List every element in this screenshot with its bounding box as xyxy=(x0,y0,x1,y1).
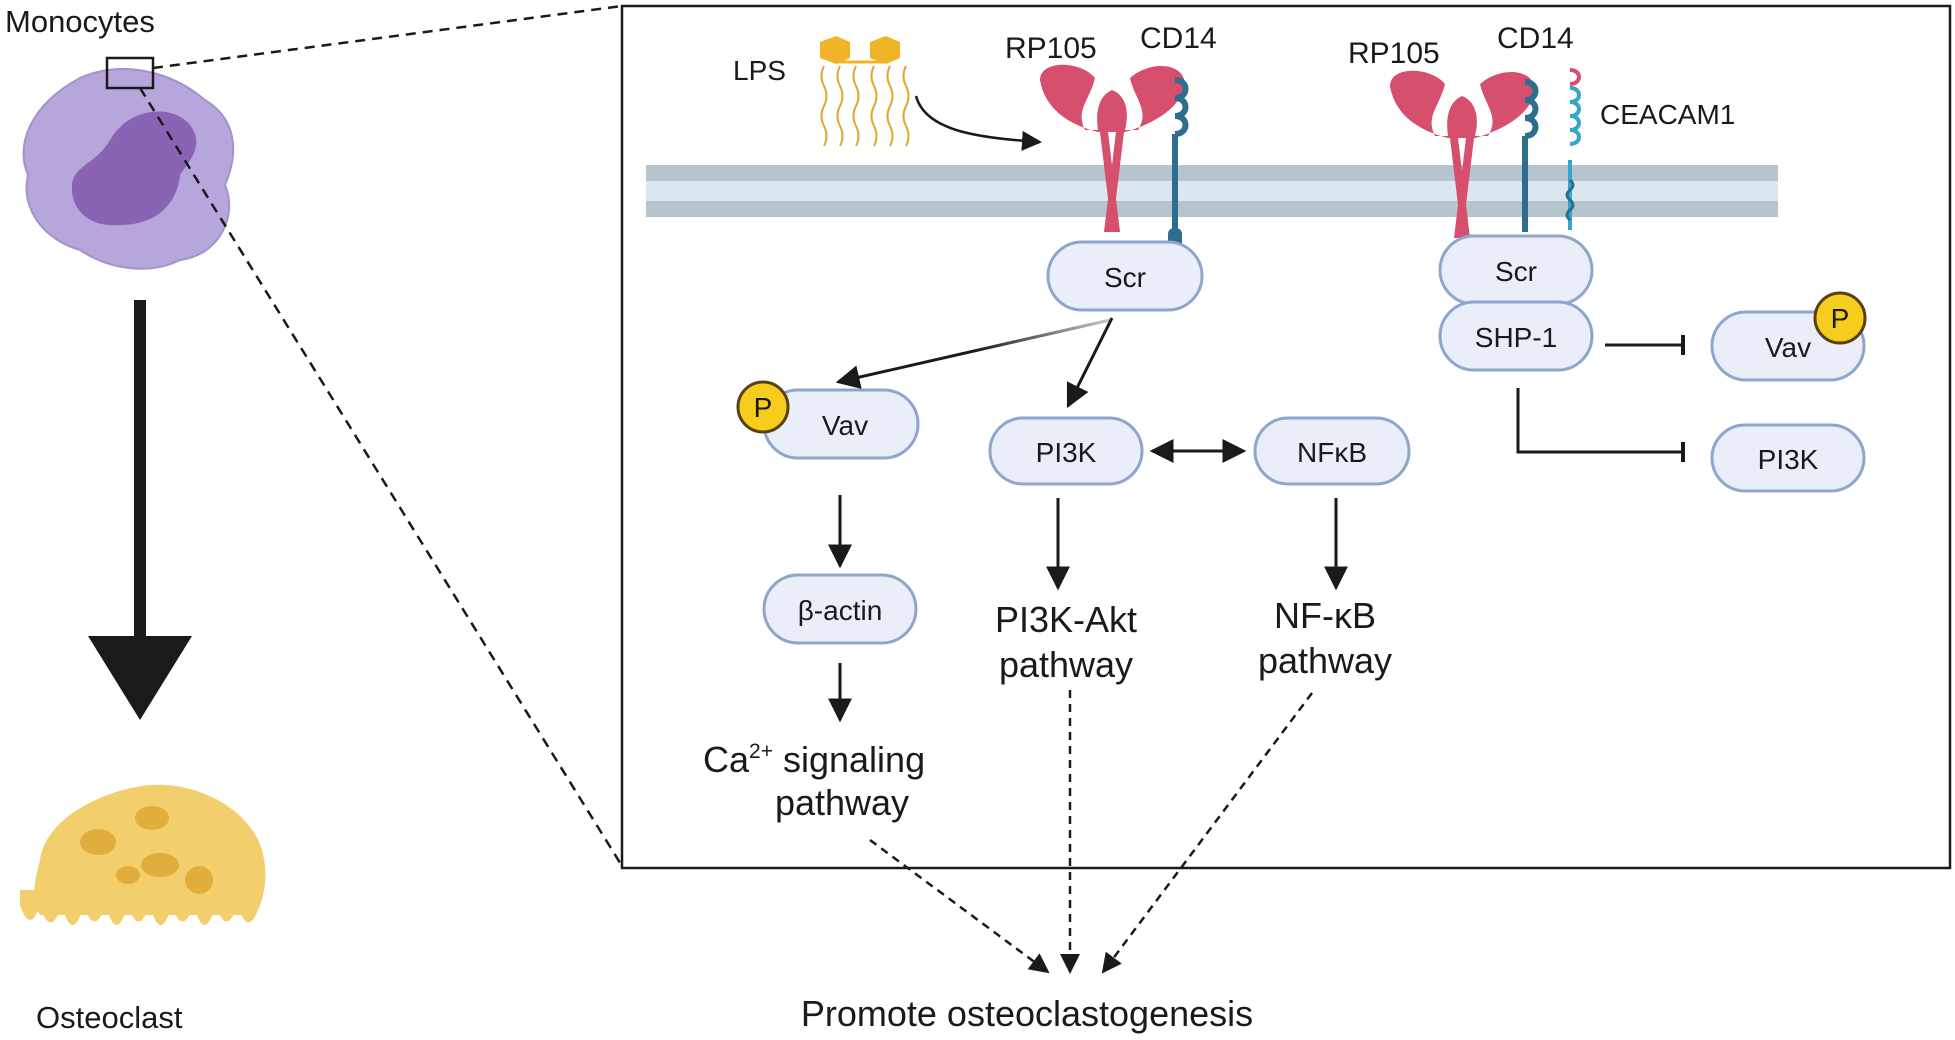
scr-label-b: Scr xyxy=(1495,256,1537,287)
monocyte-cell-icon xyxy=(22,68,235,270)
cell-membrane xyxy=(646,165,1778,217)
ca-pathway-line2: pathway xyxy=(775,782,909,823)
dashed-ca-to-outcome xyxy=(869,838,1050,974)
ca-pathway-line1: Ca2+ signaling xyxy=(703,739,925,780)
lps-label: LPS xyxy=(733,55,786,86)
pi3k-node-right xyxy=(1710,423,1866,493)
pi3k-label-mid: PI3K xyxy=(1036,437,1097,468)
vav-label-right: Vav xyxy=(1765,332,1811,363)
ceacam1-label: CEACAM1 xyxy=(1600,99,1735,130)
differentiation-arrow-icon xyxy=(88,300,192,720)
pi3k-akt-pathway-line2: pathway xyxy=(999,644,1133,685)
inset-panel xyxy=(620,4,1952,870)
osteoclast-label: Osteoclast xyxy=(36,1000,183,1035)
phospho-label-right: P xyxy=(1831,303,1850,334)
scr-node-a xyxy=(1046,240,1204,312)
cd14-label-a: CD14 xyxy=(1140,22,1217,55)
nfkb-label-mid: NFκB xyxy=(1297,437,1367,468)
zoom-line-bottom xyxy=(138,87,624,867)
cd14-label-b: CD14 xyxy=(1497,22,1574,55)
inhibit-shp1-pi3k xyxy=(1516,388,1685,462)
shp1-label: SHP-1 xyxy=(1475,322,1557,353)
lps-binding-arrow xyxy=(914,95,1042,151)
vav-label-left: Vav xyxy=(822,410,868,441)
rp105-receptor-icon-b xyxy=(1390,70,1535,238)
ceacam1-receptor-icon xyxy=(1565,68,1581,230)
scr-label-a: Scr xyxy=(1104,262,1146,293)
monocytes-label: Monocytes xyxy=(5,4,155,39)
bactin-node xyxy=(762,573,918,645)
rp105-label-b: RP105 xyxy=(1348,37,1440,70)
nfkb-node-mid xyxy=(1253,416,1411,486)
cd14-receptor-icon-b xyxy=(1522,79,1539,232)
pi3k-label-right: PI3K xyxy=(1758,444,1819,475)
shp1-node xyxy=(1438,300,1594,372)
pi3k-node-mid xyxy=(988,416,1144,486)
lps-molecule-icon xyxy=(820,36,910,147)
dashed-nfkb-to-outcome xyxy=(1101,692,1314,974)
phospho-badge-left xyxy=(736,380,790,434)
nfkb-pathway-line2: pathway xyxy=(1258,640,1392,681)
phospho-label-left: P xyxy=(754,392,773,423)
bactin-label: β-actin xyxy=(798,595,883,626)
outcome-label: Promote osteoclastogenesis xyxy=(801,993,1253,1034)
osteoclast-cell-icon xyxy=(20,784,266,925)
rp105-label-a: RP105 xyxy=(1005,32,1097,65)
edge-scr-to-pi3k xyxy=(1066,317,1114,409)
edge-scr-to-vav xyxy=(835,318,1111,389)
nfkb-pathway-line1: NF-κB xyxy=(1274,595,1376,636)
rp105-receptor-icon-a xyxy=(1040,64,1185,232)
zoom-line-top xyxy=(152,4,623,70)
pi3k-akt-pathway-line1: PI3K-Akt xyxy=(995,599,1137,640)
phospho-badge-right xyxy=(1813,291,1867,345)
zoom-box xyxy=(105,56,155,90)
